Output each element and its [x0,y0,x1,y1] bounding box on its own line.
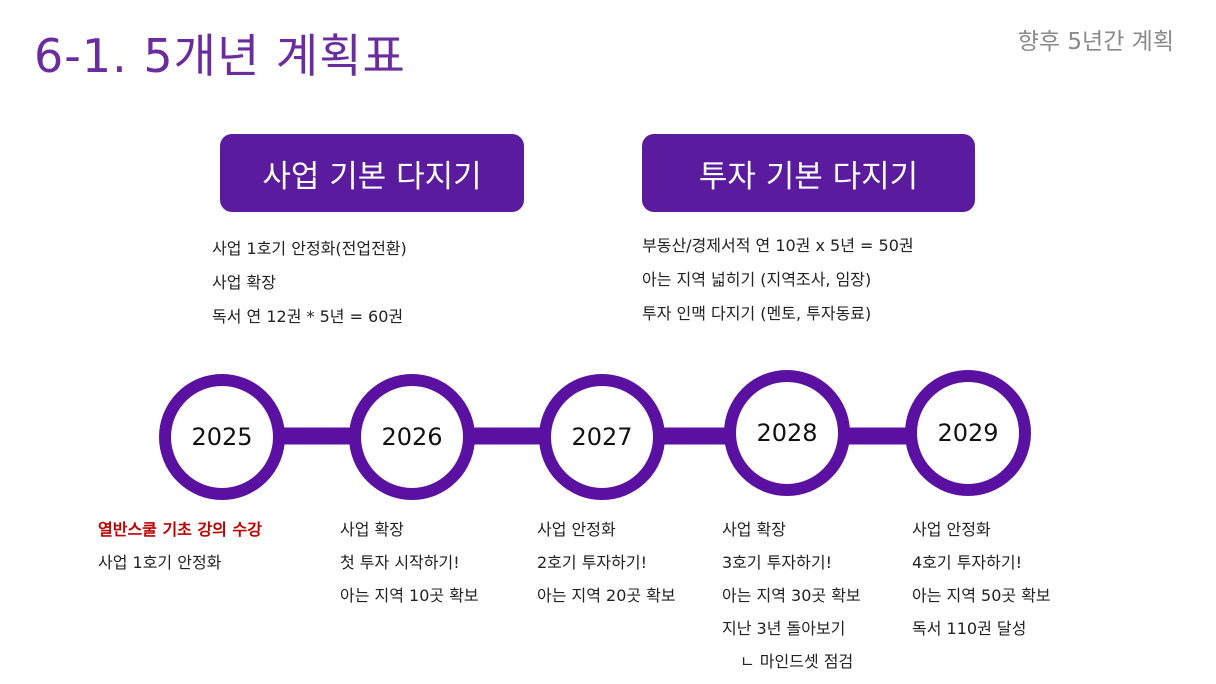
milestone-item: 지난 3년 돌아보기 [722,619,846,638]
milestone-item: 사업 확장 [340,520,404,539]
milestone-item: 4호기 투자하기! [912,553,1022,572]
milestone-subitem: ㄴ 마인드셋 점검 [740,652,854,671]
milestone-item: 사업 확장 [722,520,786,539]
year-node-2029 [905,370,1031,496]
business-goal-item: 사업 확장 [212,273,276,292]
milestones-2025: 열반스쿨 기초 강의 수강 사업 1호기 안정화 [98,513,262,579]
phase-banner-business: 사업 기본 다지기 [220,134,524,212]
milestone-item: 3호기 투자하기! [722,553,832,572]
year-label-2027: 2027 [571,423,633,451]
investment-goal-item: 아는 지역 넓히기 (지역조사, 임장) [642,270,872,289]
year-node-2028 [724,370,850,496]
year-node-2025 [159,374,285,500]
milestone-item: 사업 1호기 안정화 [98,553,222,572]
milestone-item: 첫 투자 시작하기! [340,553,460,572]
milestone-item: 사업 안정화 [537,520,616,539]
year-node-2027 [539,374,665,500]
investment-goal-item: 부동산/경제서적 연 10권 x 5년 = 50권 [642,236,914,255]
milestone-item: 아는 지역 50곳 확보 [912,586,1051,605]
page-subtitle: 향후 5년간 계획 [1017,29,1174,55]
investment-goals-list: 부동산/경제서적 연 10권 x 5년 = 50권 아는 지역 넓히기 (지역조… [642,229,914,331]
year-label-2026: 2026 [381,423,443,451]
milestone-item: 독서 110권 달성 [912,619,1027,638]
investment-goal-item: 투자 인맥 다지기 (멘토, 투자동료) [642,304,872,323]
milestone-item: 사업 안정화 [912,520,991,539]
page-title: 6-1. 5개년 계획표 [34,29,406,83]
milestones-2027: 사업 안정화 2호기 투자하기! 아는 지역 20곳 확보 [537,513,676,612]
phase-banner-investment: 투자 기본 다지기 [642,134,975,212]
milestone-item: 아는 지역 30곳 확보 [722,586,861,605]
milestones-2026: 사업 확장 첫 투자 시작하기! 아는 지역 10곳 확보 [340,513,479,612]
business-goal-item: 사업 1호기 안정화(전업전환) [212,239,407,258]
business-goals-list: 사업 1호기 안정화(전업전환) 사업 확장 독서 연 12권 * 5년 = 6… [212,232,407,334]
milestone-highlight: 열반스쿨 기초 강의 수강 [98,520,262,539]
milestones-2028: 사업 확장 3호기 투자하기! 아는 지역 30곳 확보 지난 3년 돌아보기 … [722,513,861,678]
year-label-2028: 2028 [756,419,818,447]
year-label-2029: 2029 [937,419,999,447]
milestone-item: 아는 지역 20곳 확보 [537,586,676,605]
year-label-2025: 2025 [191,423,253,451]
milestone-item: 아는 지역 10곳 확보 [340,586,479,605]
milestone-item: 2호기 투자하기! [537,553,647,572]
milestones-2029: 사업 안정화 4호기 투자하기! 아는 지역 50곳 확보 독서 110권 달성 [912,513,1051,645]
year-node-2026 [349,374,475,500]
business-goal-item: 독서 연 12권 * 5년 = 60권 [212,307,404,326]
